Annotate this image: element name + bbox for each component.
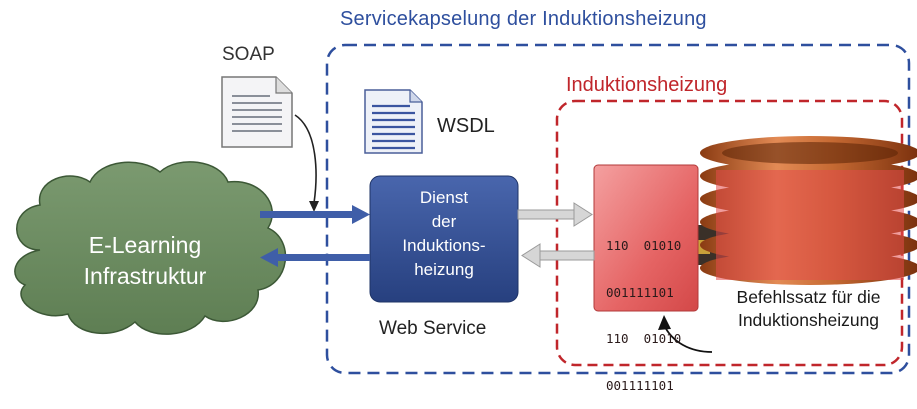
- outer-service-box: [325, 43, 911, 375]
- command-code: 110 01010 001111101 110 01010 001111101: [606, 207, 681, 409]
- arrow-from-device-icon: [521, 243, 595, 268]
- command-set-caption: Befehlssatz für die Induktionsheizung: [706, 286, 911, 332]
- soap-label: SOAP: [222, 44, 275, 65]
- wsdl-document-icon: [364, 89, 423, 154]
- command-code-line3: 110 01010: [606, 331, 682, 346]
- web-service-caption: Web Service: [379, 318, 487, 339]
- service-label-line3: Induktions-: [402, 236, 486, 255]
- cloud-label: E-Learning Infrastruktur: [30, 230, 260, 292]
- induction-coil-icon: [690, 136, 917, 285]
- diagram-canvas: [14, 43, 917, 375]
- command-set-caption-line2: Induktionsheizung: [737, 310, 880, 330]
- arrow-to-cloud-icon: [260, 248, 370, 267]
- command-set-arrow-icon: [658, 315, 713, 353]
- cloud-label-line2: Infrastruktur: [83, 263, 207, 289]
- service-label-line4: heizung: [414, 260, 474, 279]
- command-code-line4: 001111101: [606, 377, 674, 393]
- arrow-to-service-icon: [260, 205, 370, 224]
- outer-box-title: Servicekapselung der Induktionsheizung: [340, 8, 707, 30]
- command-code-line2: 001111101: [606, 284, 674, 300]
- inner-box-title: Induktionsheizung: [566, 74, 728, 96]
- service-label-line2: der: [431, 212, 457, 231]
- cloud-label-line1: E-Learning: [88, 232, 202, 258]
- web-service-block: [369, 175, 519, 303]
- arrow-to-device-icon: [517, 202, 593, 227]
- service-label-line1: Dienst: [419, 188, 469, 207]
- command-set-caption-line1: Befehlssatz für die: [736, 287, 881, 307]
- wsdl-label: WSDL: [437, 115, 495, 137]
- command-set-panel: [593, 164, 699, 312]
- command-code-line1: 110 01010: [606, 238, 682, 253]
- soap-arrow-icon: [294, 114, 319, 212]
- soap-document-icon: [221, 76, 293, 148]
- service-label: Dienst der Induktions- heizung: [370, 186, 518, 282]
